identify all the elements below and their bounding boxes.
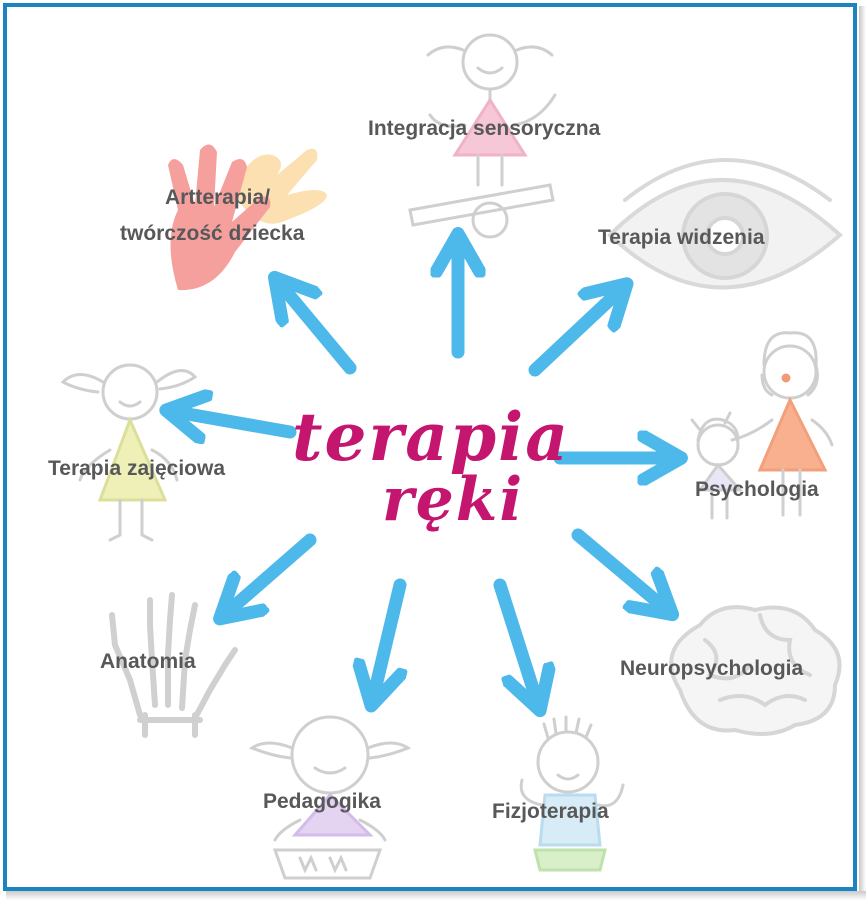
arrow-to-fizjoterapia <box>493 578 535 695</box>
label-fizjoterapia: Fizjoterapia <box>492 800 609 823</box>
arrow-to-pedagogika <box>375 578 400 690</box>
girl-on-balance-board-icon <box>408 33 557 239</box>
label-terapia-zajeciowa: Terapia zajęciowa <box>48 457 226 480</box>
eye-icon <box>607 158 843 290</box>
center-title-line1: terapia <box>292 398 570 476</box>
label-tworczosc-dziecka: twórczość dziecka <box>120 222 305 245</box>
arrow-to-zajeciowa <box>182 413 297 432</box>
label-psychologia: Psychologia <box>695 478 819 501</box>
frame-shadow-bottom <box>6 891 866 900</box>
girl-with-pigtails-icon <box>60 363 198 542</box>
arrow-to-anatomia <box>232 533 317 608</box>
brain-icon <box>669 605 842 736</box>
center-title-line2: ręki <box>382 465 525 535</box>
mother-and-child-icon <box>690 331 834 520</box>
diagram-frame <box>3 3 857 891</box>
arrows <box>182 250 665 695</box>
label-terapia-widzenia: Terapia widzenia <box>598 226 765 249</box>
label-artterapia: Artterapia/ <box>165 186 271 209</box>
label-anatomia: Anatomia <box>100 650 196 673</box>
label-integracja-sensoryczna: Integracja sensoryczna <box>368 117 601 140</box>
frame-shadow-right <box>859 6 866 900</box>
arrow-to-widzenie <box>528 295 615 377</box>
boy-icon <box>519 715 625 872</box>
arrow-to-artterapia <box>285 290 357 375</box>
arrow-to-neuropsychologia <box>571 528 660 604</box>
hand-skeleton-icon <box>109 592 238 738</box>
painted-hands-icon <box>168 144 327 291</box>
label-neuropsychologia: Neuropsychologia <box>620 657 804 680</box>
label-pedagogika: Pedagogika <box>263 790 381 813</box>
girl-drawing-icon <box>248 715 412 880</box>
